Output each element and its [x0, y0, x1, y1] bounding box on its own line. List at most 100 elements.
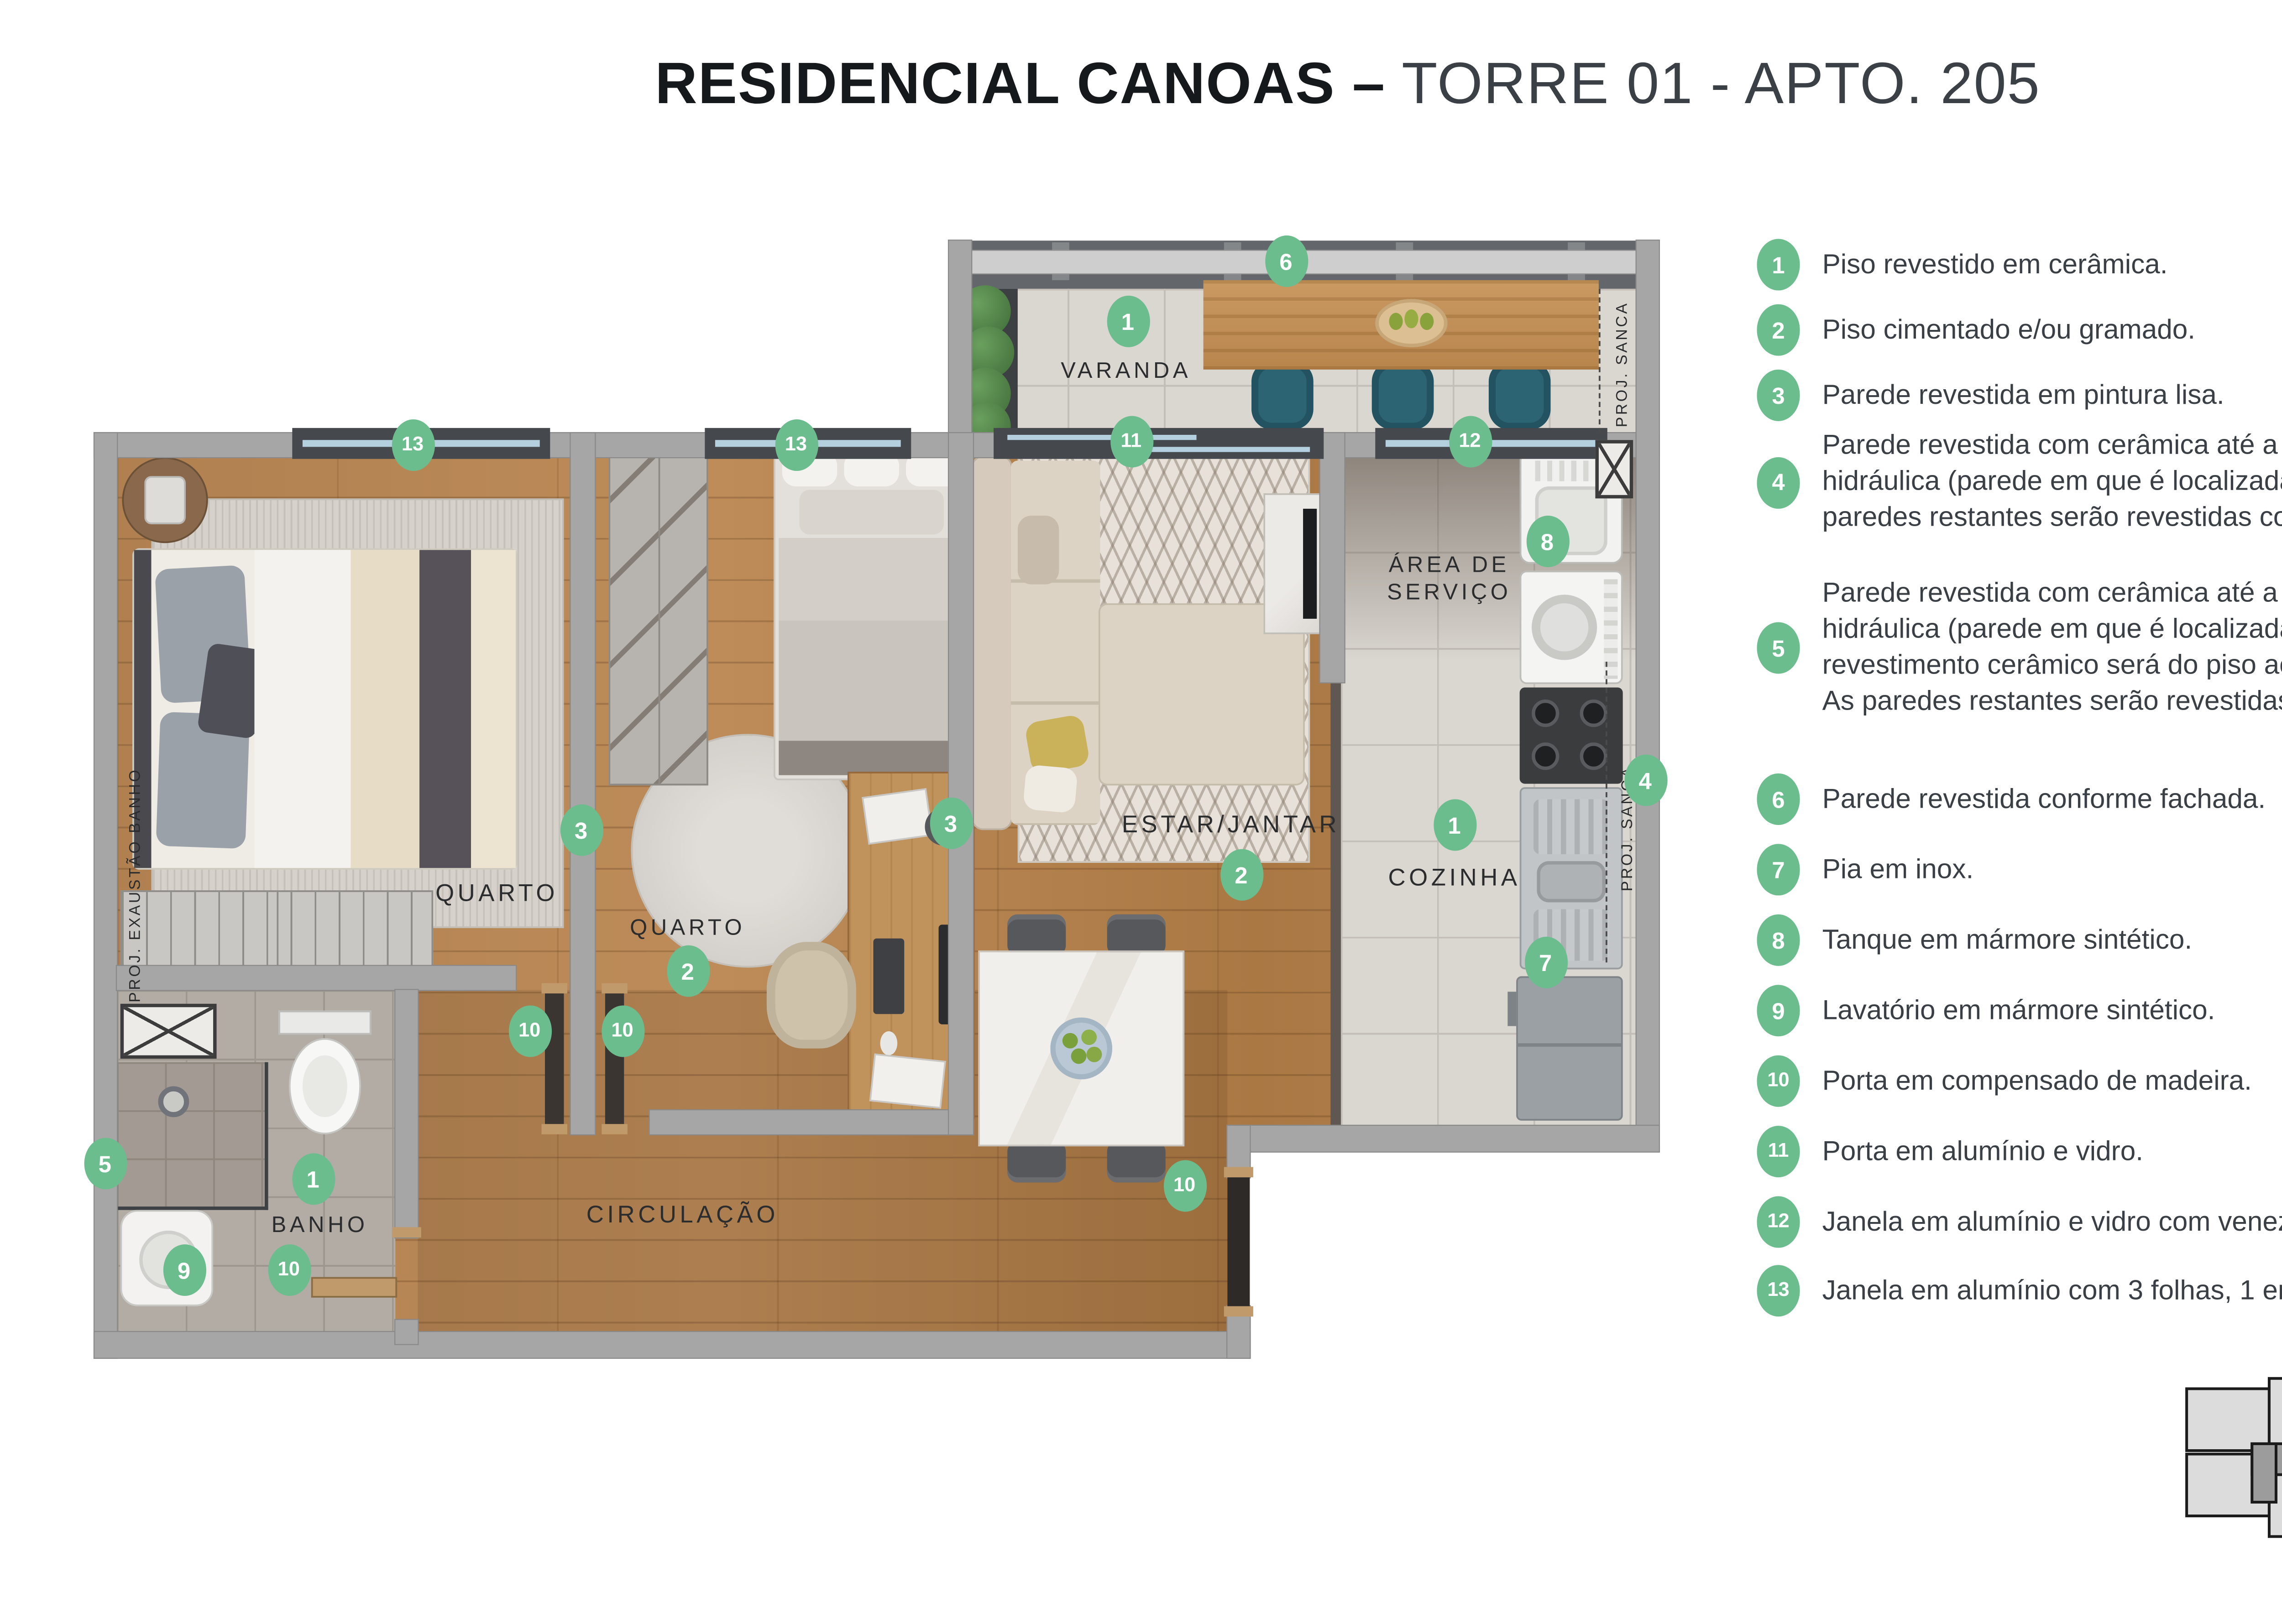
window-12-servico [1375, 428, 1607, 459]
room-label-banho: BANHO [271, 1211, 368, 1238]
bath-niche [120, 1003, 217, 1059]
keyboard [873, 938, 905, 1014]
plan-badge-1: 1 [291, 1153, 335, 1205]
door-banho-jamb [392, 1227, 421, 1238]
door-quarto1-leaf [545, 993, 564, 1124]
legend-text-9: Lavatório em mármore sintético. [1822, 996, 2215, 1025]
legend-badge-11: 11 [1757, 1126, 1800, 1178]
wall-quarto1-quarto2 [570, 433, 595, 1134]
desk-chair [766, 942, 856, 1049]
room-label-quarto-2: QUARTO [630, 914, 746, 940]
room-label-area-servico: ÁREA DE SERVIÇO [1387, 551, 1512, 605]
bed-pillow-patterned [799, 490, 944, 535]
page-title: RESIDENCIAL CANOAS – TORRE 01 - APTO. 20… [58, 52, 2282, 119]
room-label-estar-jantar: ESTAR/JANTAR [1121, 810, 1340, 838]
apple [1086, 1046, 1102, 1062]
bed-duvet-edge [471, 550, 516, 868]
sofa-pillow-yellow [1024, 714, 1091, 775]
wall-bathroom-right-upper [395, 990, 418, 1238]
plan-badge-10: 10 [267, 1244, 310, 1296]
keyplan-svg: 205 [2185, 1377, 2282, 1538]
proj-sanca-dashed-line [1598, 288, 1601, 433]
washer-drum [1532, 595, 1597, 660]
apple [1081, 1029, 1097, 1045]
plan-badge-2: 2 [1220, 849, 1263, 901]
legend-text-3: Parede revestida em pintura lisa. [1822, 381, 2224, 410]
legend-text-4: Parede revestida com cerâmica até a altu… [1822, 431, 2282, 533]
plan-badge-13: 13 [774, 419, 818, 471]
toilet-bowl [288, 1038, 361, 1134]
fridge-handle [1507, 992, 1517, 1026]
legend-badge-8: 8 [1757, 914, 1800, 966]
entry-door-opening [1227, 1177, 1250, 1306]
apple [1071, 1048, 1087, 1064]
burner [1532, 742, 1560, 770]
legend-item-12: 12 Janela em alumínio e vidro com venezia… [1757, 1196, 2282, 1248]
sofa-pillow [1022, 764, 1078, 814]
window-glass [1385, 440, 1597, 447]
toilet-seat [302, 1055, 347, 1117]
sliding-door-11 [994, 428, 1324, 459]
room-label-cozinha: COZINHA [1388, 863, 1521, 891]
legend-item-3: 3 Parede revestida em pintura lisa. [1757, 369, 2224, 421]
bed-throw [419, 550, 471, 868]
legend-badge-13: 13 [1757, 1265, 1800, 1317]
legend-text-12: Janela em alumínio e vidro com veneziana… [1822, 1207, 2282, 1237]
legend-badge-1: 1 [1757, 239, 1800, 291]
plan-badge-13: 13 [391, 419, 434, 471]
bed-quilt [779, 538, 968, 621]
legend-text-2: Piso cimentado e/ou gramado. [1822, 315, 2196, 345]
plan-badge-5: 5 [83, 1138, 126, 1190]
plan-badge-6: 6 [1264, 235, 1308, 287]
wall-quarto2-bottom [649, 1110, 973, 1134]
wall-bottom-left [94, 1332, 1250, 1358]
shower-head [158, 1086, 189, 1117]
magazine [864, 790, 932, 843]
proj-sanca-dashed-line-kitchen [1606, 662, 1607, 963]
legend-text-8: Tanque em mármore sintético. [1822, 925, 2193, 955]
keyplan-unit [2267, 1377, 2282, 1449]
wall-varanda-left [949, 240, 972, 433]
bed-double [134, 550, 516, 868]
bar-stool [1488, 360, 1551, 430]
fruit [1404, 309, 1418, 329]
legend-text-5: Parede revestida com cerâmica até a altu… [1822, 579, 2282, 717]
wall-left [94, 433, 117, 1358]
plan-badge-1: 1 [1433, 799, 1476, 851]
fruit [1389, 313, 1403, 330]
toilet-tank [278, 1010, 372, 1035]
legend-badge-12: 12 [1757, 1196, 1800, 1248]
room-label-quarto-1: QUARTO [435, 878, 558, 906]
drainboard [1533, 799, 1609, 855]
burner [1580, 700, 1607, 727]
wall-quarto2-living [949, 433, 973, 1134]
plan-badge-10: 10 [601, 1005, 644, 1057]
fridge-door-split [1518, 1043, 1621, 1047]
plan-badge-9: 9 [162, 1244, 206, 1296]
door-quarto2-jamb [602, 983, 628, 994]
shower-area [117, 1062, 268, 1210]
dining-chair [1107, 1141, 1166, 1183]
mouse [880, 1031, 898, 1055]
door-quarto2-jamb [602, 1124, 628, 1134]
room-label-varanda: VARANDA [1061, 357, 1192, 383]
bed-quilt-lower [779, 620, 968, 741]
legend-item-8: 8 Tanque em mármore sintético. [1757, 914, 2192, 966]
room-label-circulacao: CIRCULAÇÃO [586, 1200, 779, 1228]
legend-badge-10: 10 [1757, 1055, 1800, 1107]
bed-duvet [351, 550, 420, 868]
dining-chair [1007, 1141, 1066, 1183]
plan-badge-3: 3 [560, 804, 603, 856]
room-label-proj-sanca-varanda: PROJ. SANCA [1613, 301, 1631, 428]
plan-badge-10: 10 [508, 1005, 551, 1057]
fridge [1507, 976, 1623, 1121]
legend-badge-3: 3 [1757, 369, 1800, 421]
keyplan: 205 [2177, 1361, 2282, 1615]
